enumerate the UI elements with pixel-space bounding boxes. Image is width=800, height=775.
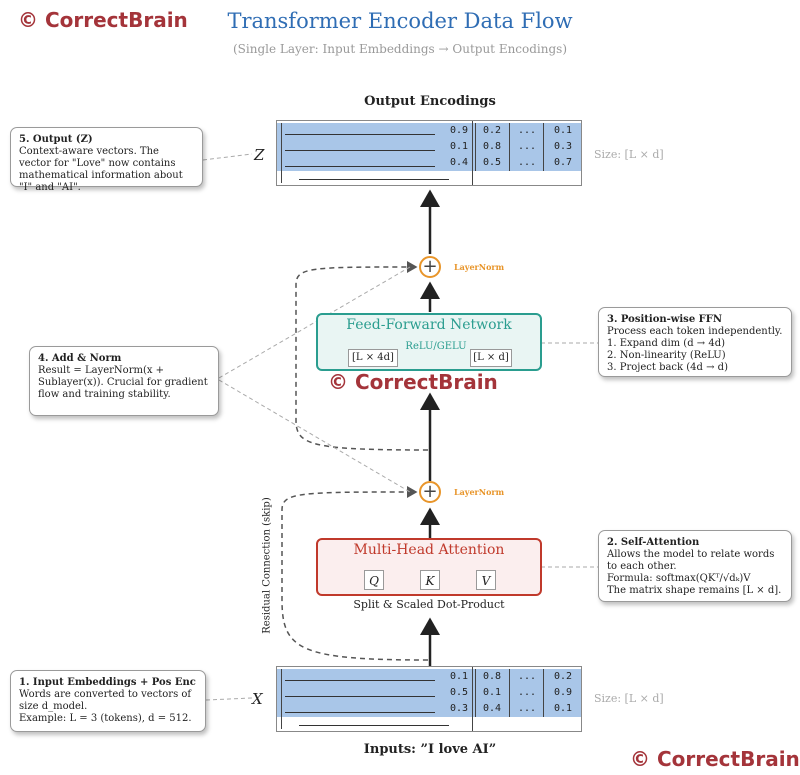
- matrix-cell: ...: [509, 139, 544, 155]
- matrix-row: 0.1 0.8...0.2: [277, 669, 581, 685]
- mha-title: Multi-Head Attention: [353, 542, 505, 558]
- add-node-1: +: [419, 481, 441, 503]
- matrix-cell: 0.8: [475, 669, 508, 685]
- token-line: [285, 696, 435, 697]
- matrix-left-divider: [281, 669, 282, 729]
- matrix-divider: [472, 667, 473, 731]
- leader-addnorm-2: [218, 379, 411, 493]
- token-line: [285, 166, 435, 167]
- note-attention-body: Allows the model to relate words to each…: [607, 549, 775, 572]
- note-attention-formula: Formula: softmax(QKᵀ/√dₖ)V: [607, 573, 751, 584]
- add-node-2: +: [419, 256, 441, 278]
- residual-label: Residual Connection (skip): [261, 497, 273, 634]
- residual-path-1: [281, 486, 429, 661]
- note-attention-shape: The matrix shape remains [L × d].: [607, 585, 782, 596]
- matrix-row: 0.4 0.5...0.7: [277, 155, 581, 171]
- watermark-top: © CorrectBrain: [18, 8, 188, 32]
- ffn-project-shape: [L × d]: [470, 349, 512, 367]
- token-line: [285, 134, 435, 135]
- mha-block: Multi-Head Attention Q K V: [316, 538, 542, 596]
- leader-addnorm-1: [218, 266, 411, 379]
- note-output-heading: 5. Output (Z): [19, 134, 93, 145]
- input-size-label: Size: [L × d]: [594, 692, 664, 705]
- query-box: Q: [364, 570, 384, 590]
- matrix-cell: 0.2: [543, 669, 582, 685]
- watermark-bottom: © CorrectBrain: [630, 747, 800, 771]
- matrix-cell: 0.7: [543, 155, 582, 171]
- output-heading: Output Encodings: [364, 94, 496, 109]
- note-input-example: Example: L = 3 (tokens), d = 512.: [19, 713, 192, 724]
- matrix-cell: 0.9: [449, 125, 469, 136]
- matrix-left-divider: [281, 123, 282, 183]
- diagram-subtitle: (Single Layer: Input Embeddings → Output…: [232, 42, 568, 56]
- matrix-cell: 0.1: [449, 671, 469, 682]
- leader-output: [202, 153, 253, 161]
- note-output-body: Context-aware vectors. The vector for "L…: [19, 146, 183, 193]
- value-box: V: [476, 570, 496, 590]
- output-size-label: Size: [L × d]: [594, 148, 664, 161]
- note-ffn-line: Process each token independently.: [607, 326, 783, 337]
- note-attention-heading: 2. Self-Attention: [607, 537, 700, 548]
- matrix-cell: 0.3: [543, 139, 582, 155]
- mha-caption: Split & Scaled Dot-Product: [353, 598, 505, 611]
- matrix-row: 0.1 0.8...0.3: [277, 139, 581, 155]
- leader-input: [205, 697, 253, 701]
- matrix-row: 0.3 0.4...0.1: [277, 701, 581, 717]
- ffn-block: Feed-Forward Network [L × 4d] ReLU/GELU …: [316, 313, 542, 371]
- note-output: 5. Output (Z) Context-aware vectors. The…: [10, 127, 203, 193]
- matrix-row: 0.9 0.2...0.1: [277, 123, 581, 139]
- matrix-cell: 0.2: [475, 123, 508, 139]
- note-ffn-heading: 3. Position-wise FFN: [607, 314, 722, 325]
- matrix-cell: 0.5: [449, 687, 469, 698]
- matrix-footer-line: [299, 179, 449, 180]
- output-symbol: Z: [254, 146, 265, 164]
- note-add-norm: 4. Add & Norm Result = LayerNorm(x + Sub…: [29, 346, 219, 416]
- input-heading: Inputs: ”I love AI”: [363, 742, 497, 757]
- ffn-title: Feed-Forward Network: [346, 317, 512, 333]
- layernorm-label-2: LayerNorm: [454, 262, 505, 272]
- key-box: K: [420, 570, 440, 590]
- matrix-cell: 0.5: [475, 155, 508, 171]
- token-line: [285, 712, 435, 713]
- ffn-expand-shape: [L × 4d]: [348, 349, 398, 367]
- diagram-title: Transformer Encoder Data Flow: [227, 9, 573, 33]
- matrix-cell: ...: [509, 701, 544, 717]
- matrix-cell: 0.1: [543, 701, 582, 717]
- note-addnorm-heading: 4. Add & Norm: [38, 353, 122, 364]
- note-input: 1. Input Embeddings + Pos Enc Words are …: [10, 670, 206, 732]
- input-symbol: X: [252, 690, 263, 708]
- matrix-cell: 0.9: [543, 685, 582, 701]
- matrix-cell: 0.1: [449, 141, 469, 152]
- note-ffn: 3. Position-wise FFN Process each token …: [598, 307, 792, 377]
- matrix-cell: 0.4: [449, 157, 469, 168]
- residual-path-2: [295, 261, 429, 451]
- ffn-activation-label: ReLU/GELU: [405, 341, 467, 352]
- matrix-footer-line: [299, 725, 449, 726]
- note-attention: 2. Self-Attention Allows the model to re…: [598, 530, 792, 602]
- note-ffn-line: 2. Non-linearity (ReLU): [607, 350, 726, 361]
- matrix-cell: 0.1: [543, 123, 582, 139]
- matrix-cell: ...: [509, 123, 544, 139]
- matrix-cell: ...: [509, 155, 544, 171]
- matrix-cell: ...: [509, 669, 544, 685]
- note-addnorm-body: Result = LayerNorm(x + Sublayer(x)). Cru…: [38, 365, 208, 400]
- matrix-cell: ...: [509, 685, 544, 701]
- matrix-cell: 0.3: [449, 703, 469, 714]
- note-ffn-line: 3. Project back (4d → d): [607, 362, 728, 373]
- note-input-heading: 1. Input Embeddings + Pos Enc: [19, 677, 196, 688]
- matrix-cell: 0.1: [475, 685, 508, 701]
- token-line: [285, 680, 435, 681]
- matrix-cell: 0.8: [475, 139, 508, 155]
- watermark-center: © CorrectBrain: [328, 370, 498, 394]
- matrix-divider: [472, 121, 473, 185]
- matrix-cell: 0.4: [475, 701, 508, 717]
- note-ffn-line: 1. Expand dim (d → 4d): [607, 338, 726, 349]
- matrix-row: 0.5 0.1...0.9: [277, 685, 581, 701]
- token-line: [285, 150, 435, 151]
- layernorm-label-1: LayerNorm: [454, 487, 505, 497]
- note-input-body: Words are converted to vectors of size d…: [19, 689, 192, 712]
